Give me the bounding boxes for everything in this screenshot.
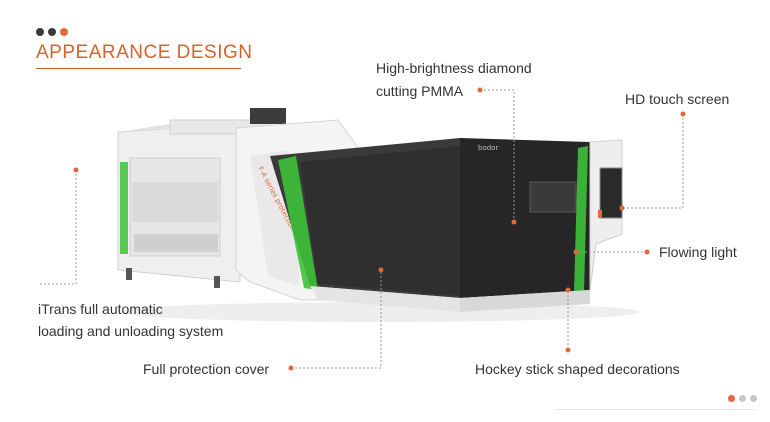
top-motor bbox=[250, 108, 286, 124]
flowing-light-left bbox=[278, 156, 318, 290]
leader-lines bbox=[38, 89, 684, 369]
callout-itrans-line1: iTrans full automatic bbox=[38, 301, 163, 317]
brand-mark: bodor bbox=[478, 144, 498, 152]
callout-touch-screen: HD touch screen bbox=[625, 91, 730, 107]
header-dots bbox=[36, 28, 68, 36]
title-underline bbox=[36, 68, 241, 69]
callout-flowing-light: Flowing light bbox=[659, 244, 737, 260]
callout-hockey-stick: Hockey stick shaped decorations bbox=[475, 361, 680, 377]
callout-itrans-line2: loading and unloading system bbox=[38, 323, 224, 339]
header-dot bbox=[36, 28, 44, 36]
callout-protection-cover: Full protection cover bbox=[143, 361, 270, 377]
pager-dot[interactable] bbox=[750, 395, 757, 402]
section-title: APPEARANCE DESIGN bbox=[36, 42, 253, 63]
itrans-loading-frame bbox=[117, 108, 286, 288]
touch-screen bbox=[599, 167, 623, 219]
header-dot bbox=[48, 28, 56, 36]
pager-dots[interactable] bbox=[728, 395, 757, 402]
callout-pmma-line2: cutting PMMA bbox=[376, 83, 464, 99]
footer-divider bbox=[555, 409, 755, 410]
pager-dot[interactable] bbox=[739, 395, 746, 402]
control-column bbox=[589, 139, 623, 291]
header-dot bbox=[60, 28, 68, 36]
callout-points bbox=[73, 87, 686, 371]
pager-dot-active[interactable] bbox=[728, 395, 735, 402]
left-light-strip bbox=[120, 162, 128, 254]
main-protection-cover: bodor bbox=[270, 138, 590, 312]
callout-pmma-line1: High-brightness diamond bbox=[376, 60, 532, 76]
flowing-light-right bbox=[574, 146, 588, 292]
